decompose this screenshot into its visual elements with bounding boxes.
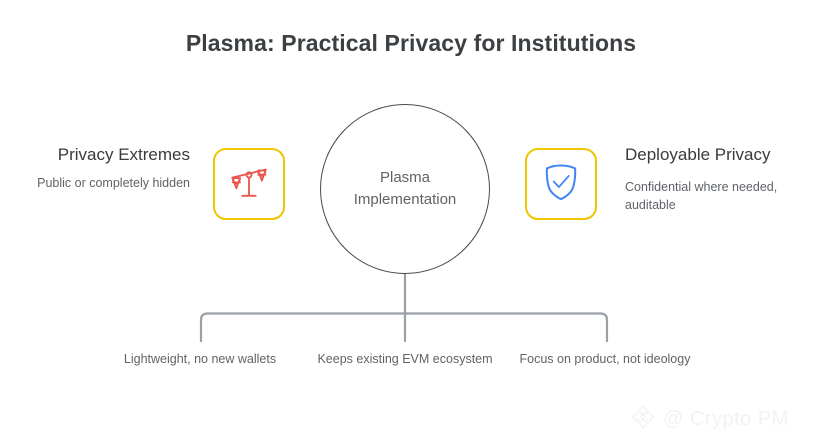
watermark-text: @ Crypto PM	[663, 408, 789, 430]
left-text-block: Privacy Extremes Public or completely hi…	[10, 144, 190, 193]
diamond-logo-icon	[630, 404, 656, 435]
bottom-item-2: Focus on product, not ideology	[519, 352, 691, 366]
right-subtext: Confidential where needed, auditable	[625, 179, 778, 212]
left-heading: Privacy Extremes	[57, 145, 190, 164]
right-icon-box[interactable]	[525, 148, 597, 220]
center-node-label: Plasma Implementation	[353, 169, 457, 208]
balance-scales-icon	[226, 159, 272, 210]
left-subtext: Public or completely hidden	[37, 175, 190, 190]
bottom-item-0: Lightweight, no new wallets	[123, 352, 277, 366]
right-heading: Deployable Privacy	[625, 145, 771, 164]
center-node[interactable]: Plasma Implementation	[320, 104, 490, 274]
page-title: Plasma: Practical Privacy for Institutio…	[185, 30, 637, 56]
shield-check-icon	[539, 160, 583, 209]
bottom-item-1: Keeps existing EVM ecosystem	[317, 352, 493, 366]
left-icon-box[interactable]	[213, 148, 285, 220]
right-text-block: Deployable Privacy Confidential where ne…	[625, 144, 810, 214]
watermark: @ Crypto PM	[630, 404, 789, 435]
